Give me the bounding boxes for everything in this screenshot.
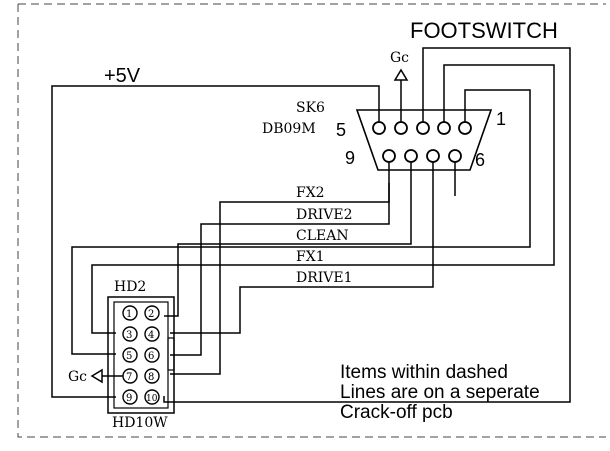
header-pin-label: 9	[126, 393, 132, 404]
header-hd10w: 1 2 3 4 5 6 7 8 9 10	[107, 296, 175, 414]
header-pin-4	[144, 326, 160, 342]
db09m-label: DB09M	[262, 121, 316, 137]
header-pin-8	[144, 368, 160, 384]
wire-fx1	[170, 162, 434, 334]
header-pin-label: 3	[126, 330, 132, 341]
note-line-2: Lines are on a seperate	[340, 382, 540, 403]
drive2-label: DRIVE2	[296, 207, 353, 223]
gc-top-label: Gc	[390, 50, 409, 66]
power-label: +5V	[104, 65, 141, 87]
wire-plus5v	[51, 85, 380, 398]
note-line-1: Items within dashed	[340, 362, 508, 383]
header-pin-label: 2	[148, 309, 154, 320]
db9-pin-7	[426, 149, 440, 163]
header-pin-label: 5	[126, 351, 132, 362]
header-pin-3	[122, 326, 138, 342]
fx1-label: FX1	[296, 249, 325, 265]
db9-pin-3	[416, 121, 430, 135]
fx2-label: FX2	[296, 185, 325, 201]
wire-fx2	[170, 162, 390, 375]
wire-pin2-footswitch	[91, 64, 555, 334]
header-pin-label: 4	[148, 330, 154, 341]
db9-pin-9	[382, 149, 396, 163]
hd2-label: HD2	[114, 279, 146, 295]
note-line-3: Crack-off pcb	[340, 402, 453, 423]
footswitch-title: FOOTSWITCH	[410, 18, 558, 43]
db9-pin-2	[437, 121, 451, 135]
ground-gc-bottom	[90, 368, 123, 384]
sk6-label: SK6	[296, 100, 325, 116]
wire-drive2	[170, 183, 390, 356]
pin9-label: 9	[345, 148, 355, 168]
drive1-label: DRIVE1	[296, 270, 353, 286]
wire-pin3-footswitch	[163, 47, 571, 403]
gc-bottom-label: Gc	[68, 369, 87, 385]
clean-label: CLEAN	[296, 228, 349, 244]
pin5-label: 5	[336, 120, 346, 140]
db9-connector	[355, 109, 493, 171]
header-pin-label: 10	[146, 394, 158, 404]
db9-pin-4	[394, 121, 408, 135]
db9-pin-1	[458, 121, 472, 135]
header-pin-label: 8	[148, 372, 154, 383]
crack-off-boundary	[17, 4, 606, 438]
header-pin-1	[122, 305, 138, 321]
wire-pin1-footswitch	[71, 89, 531, 355]
ground-gc-top	[393, 68, 409, 122]
header-pin-label: 6	[148, 351, 154, 362]
pin1-label: 1	[496, 109, 506, 129]
db9-pin-5	[372, 121, 386, 135]
pin6-label: 6	[475, 150, 485, 170]
header-pin-label: 7	[126, 372, 132, 383]
hd10w-label: HD10W	[112, 415, 168, 431]
db9-pin-6	[448, 149, 462, 163]
header-pin-label: 1	[126, 309, 132, 320]
header-pin-9	[122, 389, 138, 405]
header-pin-2	[144, 305, 160, 321]
db9-shell	[355, 109, 493, 171]
header-pin-5	[122, 347, 138, 363]
header-pin-10	[144, 389, 160, 405]
db9-pin-8	[404, 149, 418, 163]
header-pin-6	[144, 347, 160, 363]
